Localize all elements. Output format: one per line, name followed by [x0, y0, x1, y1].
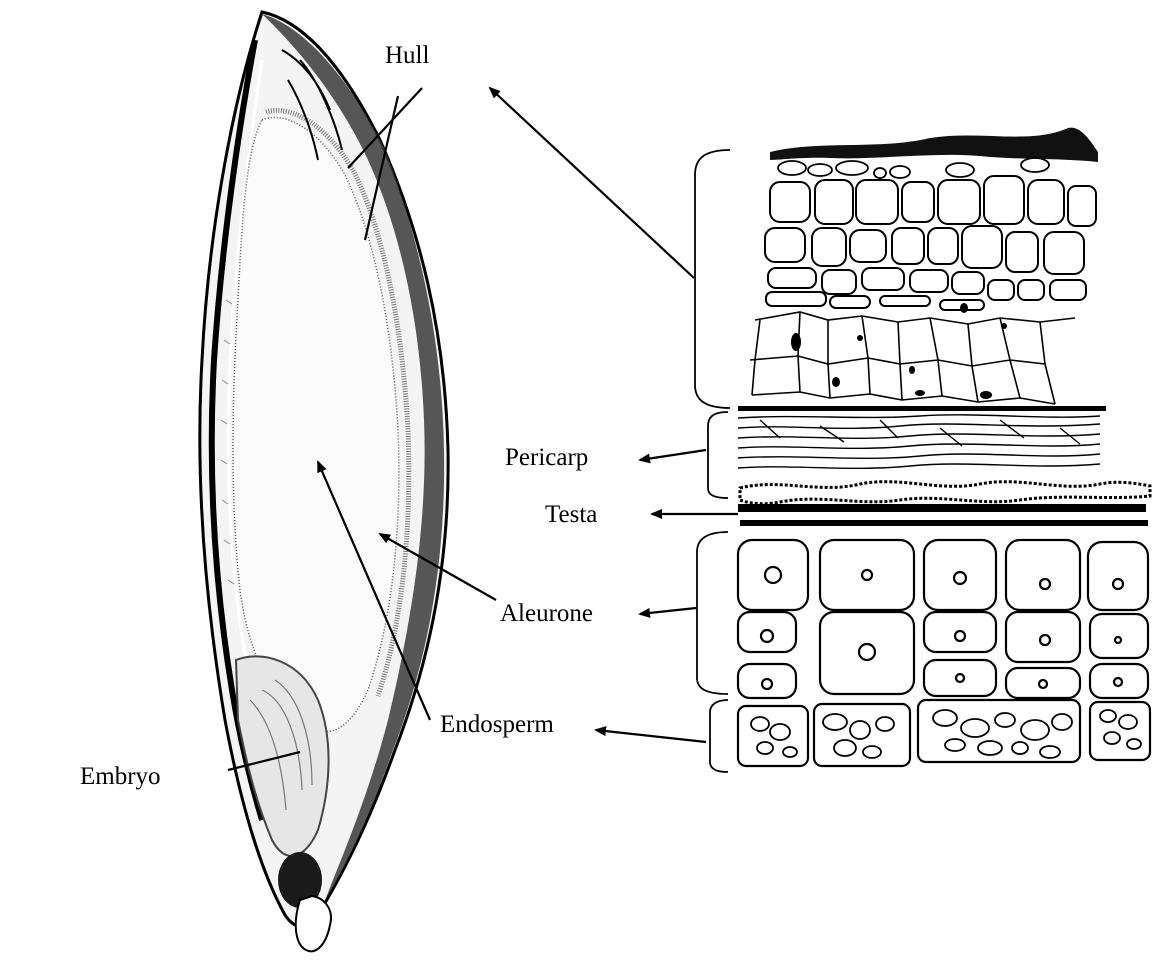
label-testa: Testa	[545, 501, 597, 528]
hull-base-line	[738, 406, 1106, 411]
pericarp-layers	[738, 415, 1100, 468]
hull-inner-cells	[750, 312, 1075, 404]
bracket-endosperm	[710, 700, 728, 772]
grain-tip	[296, 896, 331, 951]
testa-layer	[740, 482, 1150, 504]
grain-longitudinal-section	[200, 12, 448, 951]
tissue-cross-section	[695, 128, 1150, 772]
label-embryo: Embryo	[80, 763, 161, 790]
label-aleurone: Aleurone	[500, 600, 593, 627]
hull-cells	[765, 176, 1096, 310]
aleurone-cells	[738, 540, 1148, 698]
bracket-pericarp	[708, 412, 728, 498]
layer-brackets	[695, 150, 730, 772]
label-pericarp: Pericarp	[505, 444, 588, 471]
starch-granules	[751, 710, 1141, 758]
label-endosperm: Endosperm	[440, 711, 554, 738]
label-hull: Hull	[385, 42, 430, 69]
hull-arrow	[490, 88, 694, 278]
testa-dark-band-2	[740, 520, 1148, 526]
hull-dark-band	[770, 128, 1098, 162]
aleurone-arrow-right	[640, 608, 696, 614]
aleurone-nuclei	[761, 567, 1123, 689]
testa-dark-band	[738, 504, 1146, 512]
pericarp-arrow	[640, 450, 706, 460]
bracket-aleurone	[697, 532, 728, 694]
endosperm-arrow-right	[596, 730, 706, 742]
bracket-hull	[695, 150, 730, 408]
